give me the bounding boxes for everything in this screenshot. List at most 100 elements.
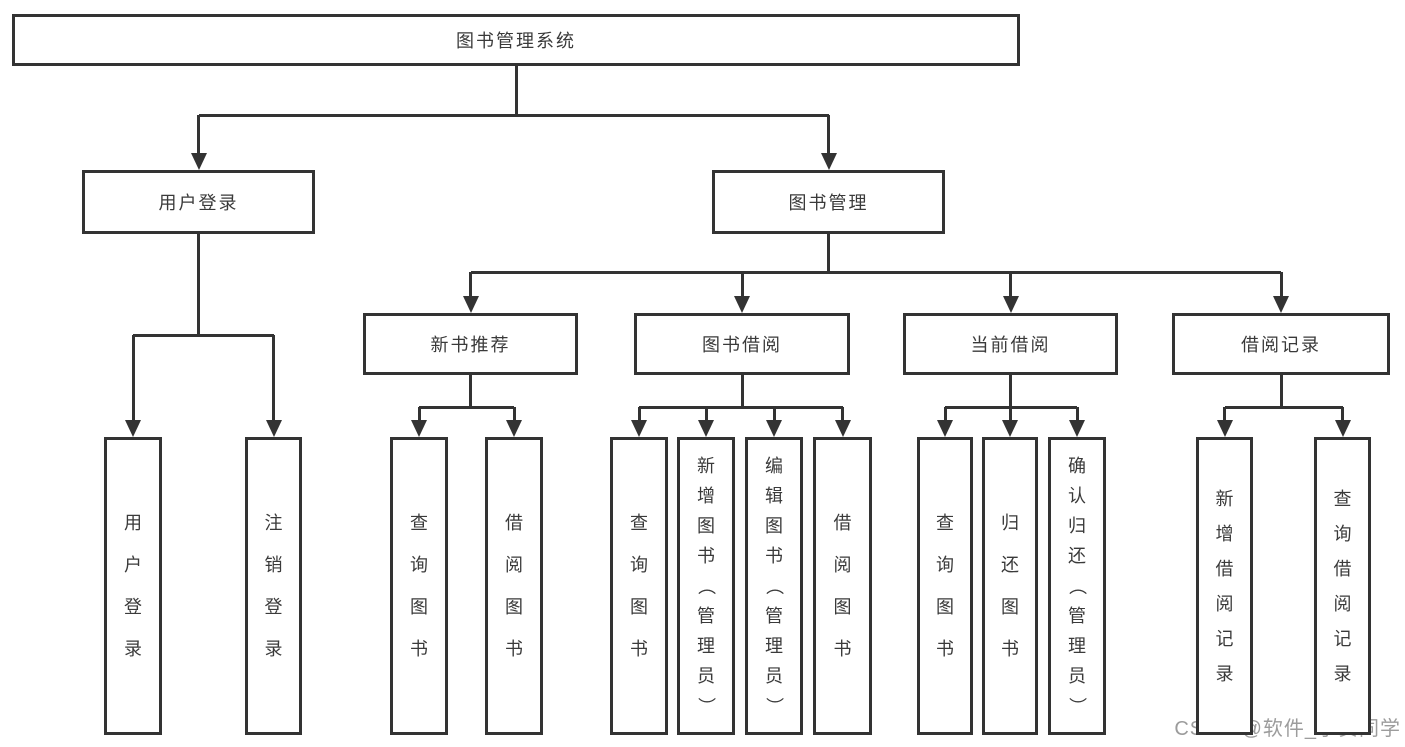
connector-vertical-line (1341, 407, 1344, 425)
node-label-char: （ (764, 577, 784, 595)
node-label-char: 理 (1068, 636, 1086, 656)
node-label-char: 登 (124, 597, 142, 617)
node-label-char: 记 (1215, 628, 1234, 649)
connector-vertical-line (740, 375, 744, 409)
connector-vertical-line (512, 407, 516, 425)
arrow-down-icon (1002, 420, 1018, 437)
connector-horizontal-line (1224, 405, 1343, 409)
node-label-char: 还 (1001, 555, 1019, 575)
node-label-char: ） (764, 697, 784, 715)
node-root: 图书管理系统 (12, 14, 1020, 66)
node-label-vertical: 确认归还 （ 管理员 ） (1051, 440, 1103, 732)
node-label: 图书借阅 (702, 335, 782, 355)
node-label-char: 新 (1215, 488, 1234, 509)
node-label-char: 记 (1333, 628, 1352, 649)
leaf-group3-0: 新增借阅记录 (1196, 437, 1253, 735)
leaf-group1-1: 新增图书（管理员） (677, 437, 735, 735)
node-label-char: 书 (505, 639, 523, 659)
node-label-char: 查 (410, 513, 428, 533)
node-label-char: 员 (765, 666, 783, 686)
leaf-group1-3: 借阅图书 (813, 437, 872, 735)
node-label-vertical: 借阅图书 (816, 440, 869, 732)
node-group-2: 当前借阅 (903, 313, 1118, 375)
node-group-3: 借阅记录 (1172, 313, 1390, 375)
arrow-down-icon (834, 420, 851, 437)
arrow-down-icon (462, 296, 479, 313)
connector-vertical-line (772, 407, 776, 425)
node-label-char: 图 (697, 516, 715, 536)
node-label: 借阅记录 (1241, 335, 1321, 355)
connector-vertical-line (841, 407, 844, 425)
node-label-vertical: 查询借阅记录 (1317, 440, 1368, 732)
node-label-vertical: 查询图书 (920, 440, 970, 732)
leaf-group0-1: 借阅图书 (485, 437, 543, 735)
node-group-1: 图书借阅 (634, 313, 850, 375)
connector-horizontal-line (198, 113, 829, 117)
connector-vertical-line (272, 335, 275, 425)
node-label-char: 新 (697, 456, 715, 476)
arrow-down-icon (631, 420, 647, 437)
node-label-char: （ (1067, 577, 1087, 595)
arrow-down-icon (190, 153, 207, 170)
arrow-down-icon (698, 420, 714, 437)
arrow-down-icon (265, 420, 282, 437)
node-label-char: 还 (1068, 546, 1086, 566)
leaf-group2-2: 确认归还 （ 管理员 ） (1048, 437, 1106, 735)
node-label-char: 阅 (505, 555, 523, 575)
node-label-char: 认 (1068, 486, 1086, 506)
node-label-char: 归 (1068, 516, 1086, 536)
node-label-char: 员 (1068, 666, 1086, 686)
node-label: 图书管理 (788, 193, 869, 213)
node-group-0: 新书推荐 (363, 313, 578, 375)
node-label-char: 管 (1068, 606, 1086, 626)
connector-vertical-line (943, 407, 947, 425)
node-label-vertical: 新增图书（管理员） (680, 440, 732, 732)
node-label-vertical: 借阅图书 (488, 440, 540, 732)
leaf-group2-1: 归还图书 (982, 437, 1038, 735)
node-label: 用户登录 (158, 193, 239, 213)
node-label-char: 确 (1068, 456, 1086, 476)
arrow-down-icon (125, 420, 141, 437)
node-label-vertical: 归还图书 (985, 440, 1035, 732)
node-label-char: 户 (124, 555, 142, 575)
arrow-down-icon (820, 153, 837, 170)
node-label-char: 理 (697, 636, 715, 656)
leaf-group0-0: 查询图书 (390, 437, 448, 735)
connector-vertical-line (827, 234, 830, 274)
node-label-char: 图 (630, 597, 648, 617)
leaf-group3-1: 查询借阅记录 (1314, 437, 1371, 735)
node-label-char: 员 (697, 666, 715, 686)
node-label-char: 录 (124, 639, 142, 659)
node-label-char: 书 (697, 546, 715, 566)
leaf-group1-0: 查询图书 (610, 437, 668, 735)
node-label-char: 询 (1333, 523, 1352, 544)
node-label-vertical: 用户登录 (107, 440, 159, 732)
leaf-login-1: 注销登录 (245, 437, 302, 735)
node-label-vertical: 查询图书 (393, 440, 445, 732)
node-label-char: 管 (697, 606, 715, 626)
leaf-group1-2: 编辑图书（管理员） (745, 437, 803, 735)
node-label-char: 图 (1001, 597, 1019, 617)
node-label-char: 借 (833, 513, 852, 533)
node-label-char: 书 (1001, 639, 1019, 659)
node-label-char: 图 (410, 597, 428, 617)
connector-vertical-line (197, 234, 200, 337)
connector-vertical-line (637, 407, 641, 425)
node-label-char: 查 (936, 513, 954, 533)
node-label-char: ） (1067, 697, 1087, 715)
arrow-down-icon (411, 420, 427, 437)
arrow-down-icon (506, 420, 522, 437)
leaf-login-0: 用户登录 (104, 437, 162, 735)
node-label-char: 录 (264, 639, 283, 659)
node-label-char: 借 (505, 513, 523, 533)
connector-horizontal-line (419, 405, 514, 409)
arrow-down-icon (1002, 296, 1019, 313)
node-label-char: 录 (1333, 663, 1352, 684)
node-label-vertical: 查询图书 (613, 440, 665, 732)
connector-vertical-line (469, 272, 472, 301)
connector-horizontal-line (470, 270, 1281, 274)
node-label-vertical: 新增借阅记录 (1199, 440, 1250, 732)
node-label-char: 查 (630, 513, 648, 533)
arrow-down-icon (1216, 420, 1233, 437)
connector-vertical-line (704, 407, 708, 425)
